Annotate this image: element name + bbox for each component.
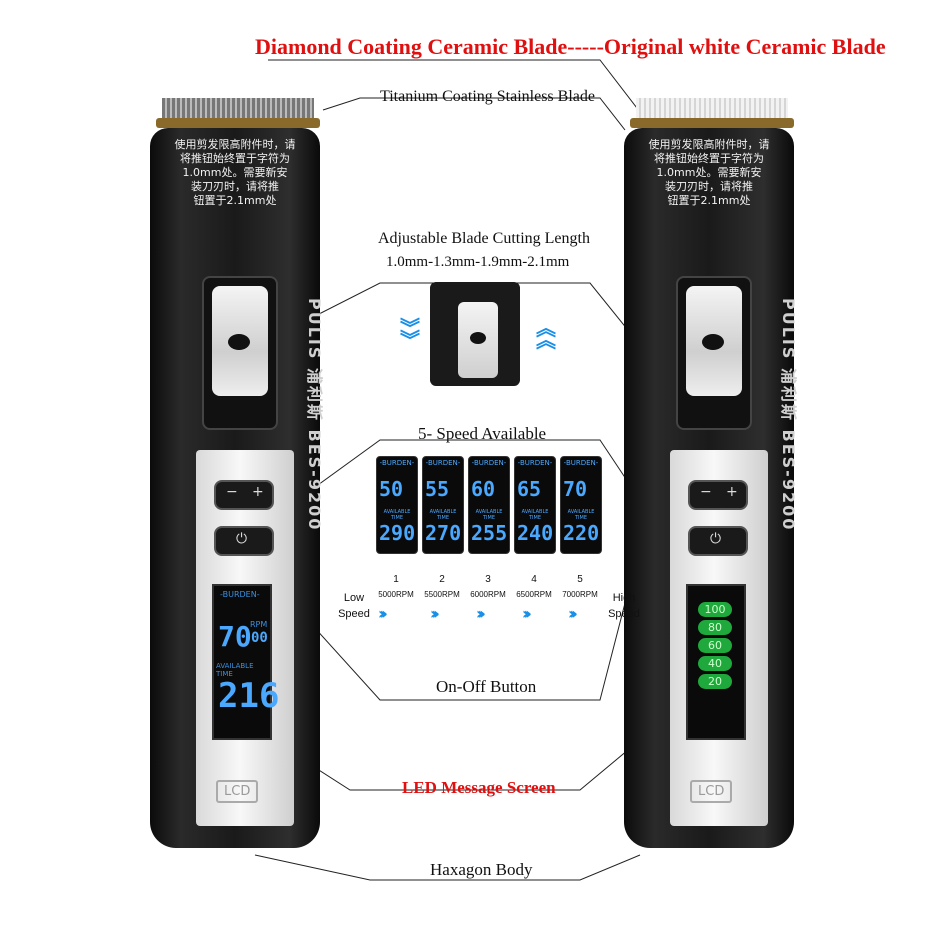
- onoff-label: On-Off Button: [436, 677, 537, 696]
- adjust-detail: [430, 282, 520, 386]
- speed-rpm-4: 6500RPM: [516, 590, 552, 599]
- chevron-right-icon: ›››: [568, 604, 578, 623]
- speed-title: 5- Speed Available: [418, 424, 547, 443]
- adjust-detail-slider: [458, 302, 498, 378]
- burden-label: -BURDEN-: [220, 590, 260, 599]
- right-control-panel: − + ⏻ 100 80 60 40 20 LCD: [670, 450, 768, 826]
- level-40: 40: [698, 656, 732, 671]
- speed-number-2: 2: [439, 574, 445, 585]
- power-icon: ⏻: [236, 531, 248, 547]
- right-clipper: 使用剪发限高附件时，请 将推钮始终置于字符为 1.0mm处。需要新安 装刀刃时，…: [624, 98, 798, 848]
- rpm-readout: 70: [218, 620, 252, 653]
- left-brand-text: PULIS 浦利斯 BES-9200: [305, 298, 324, 532]
- right-battery-screen: 100 80 60 40 20: [686, 584, 746, 740]
- rpm-unit: RPM: [250, 620, 268, 629]
- speed-rpm-1: 5000RPM: [378, 590, 414, 599]
- left-control-panel: − + ⏻ -BURDEN- 70 RPM 00 AVAILABLE TIME …: [196, 450, 294, 826]
- chevron-right-icon: ›››: [522, 604, 532, 623]
- left-blade: [156, 98, 320, 128]
- left-clipper: 使用剪发限高附件时，请 将推钮始终置于字符为 1.0mm处。需要新安 装刀刃时，…: [150, 98, 324, 848]
- speed-rpm-5: 7000RPM: [562, 590, 598, 599]
- plus-icon: +: [726, 484, 738, 500]
- speed-adjust-button[interactable]: − +: [688, 480, 748, 510]
- up-arrows-icon: ︽︽: [536, 316, 556, 352]
- adjust-range-label: 1.0mm-1.3mm-1.9mm-2.1mm: [386, 254, 570, 270]
- speed-number-4: 4: [531, 574, 537, 585]
- body-label: Haxagon Body: [430, 860, 533, 879]
- lcd-badge: LCD: [690, 780, 733, 803]
- level-80: 80: [698, 620, 732, 635]
- power-button[interactable]: ⏻: [688, 526, 748, 556]
- right-brand-text: PULIS 浦利斯 BES-9200: [779, 298, 798, 532]
- right-blade: [630, 98, 794, 128]
- minus-icon: −: [700, 484, 712, 500]
- speed-number-1: 1: [393, 574, 399, 585]
- adjust-label: Adjustable Blade Cutting Length: [378, 230, 590, 247]
- time-readout: 216: [218, 676, 280, 716]
- speed-rpm-2: 5500RPM: [424, 590, 460, 599]
- left-lcd-screen: -BURDEN- 70 RPM 00 AVAILABLE TIME 216: [212, 584, 279, 740]
- plus-icon[interactable]: +: [252, 484, 264, 500]
- slider-knob-icon: [702, 334, 724, 350]
- chevron-right-icon: ›››: [476, 604, 486, 623]
- chevron-right-icon: ›››: [378, 604, 388, 623]
- level-100: 100: [698, 602, 732, 617]
- speed-number-5: 5: [577, 574, 583, 585]
- minus-icon: −: [226, 484, 238, 500]
- available-time-label: AVAILABLE TIME: [216, 662, 254, 678]
- down-arrows-icon: ︾︾: [400, 316, 420, 352]
- lcd-badge: LCD: [216, 780, 259, 803]
- led-label: LED Message Screen: [402, 778, 556, 797]
- main-title: Diamond Coating Ceramic Blade-----Origin…: [255, 34, 886, 59]
- high-speed-label: High Speed: [608, 592, 640, 620]
- titanium-label: Titanium Coating Stainless Blade: [380, 88, 595, 105]
- right-length-slider[interactable]: [686, 286, 742, 396]
- level-20: 20: [698, 674, 732, 689]
- speed-adjust-button[interactable]: − +: [214, 480, 274, 510]
- power-icon: ⏻: [710, 531, 722, 547]
- low-speed-label: Low Speed: [338, 592, 370, 620]
- level-60: 60: [698, 638, 732, 653]
- speed-rpm-3: 6000RPM: [470, 590, 506, 599]
- left-length-slider[interactable]: [212, 286, 268, 396]
- speed-number-3: 3: [485, 574, 491, 585]
- chevron-right-icon: ›››: [430, 604, 440, 623]
- rpm-small-readout: 00: [251, 630, 268, 646]
- slider-knob-icon: [470, 332, 486, 344]
- left-blade-instructions: 使用剪发限高附件时，请 将推钮始终置于字符为 1.0mm处。需要新安 装刀刃时，…: [174, 138, 296, 207]
- power-button[interactable]: ⏻: [214, 526, 274, 556]
- right-blade-instructions: 使用剪发限高附件时，请 将推钮始终置于字符为 1.0mm处。需要新安 装刀刃时，…: [648, 138, 770, 207]
- slider-knob-icon: [228, 334, 250, 350]
